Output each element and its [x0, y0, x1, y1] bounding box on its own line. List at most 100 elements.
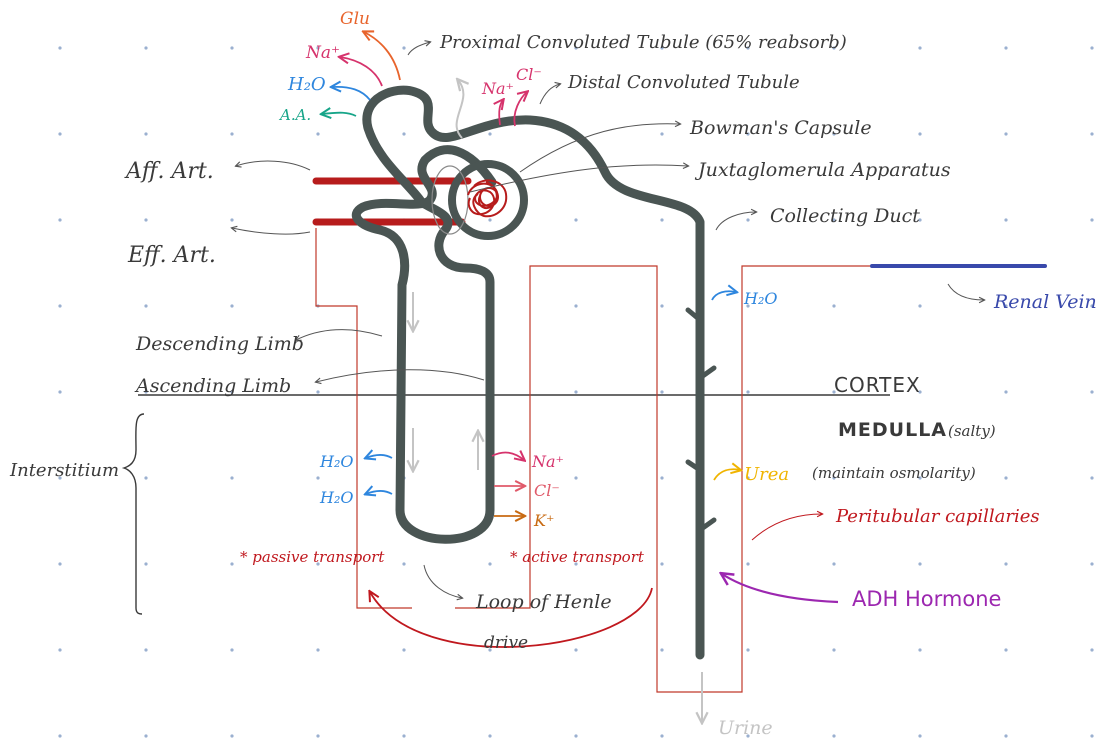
grid-dot	[58, 562, 62, 566]
grid-dot	[316, 476, 320, 480]
grid-dot	[402, 648, 406, 652]
grid-dot	[402, 132, 406, 136]
sodium-pct-arrow	[340, 57, 383, 87]
grid-dot	[574, 562, 578, 566]
interstitium-label: Interstitium	[9, 460, 119, 481]
grid-dot	[1090, 132, 1094, 136]
dct-label: Distal Convoluted Tubule	[567, 72, 800, 93]
renal-vein-leader	[947, 283, 984, 300]
ascending-limb-label: Ascending Limb	[134, 375, 291, 397]
water-loop-arrow-1	[366, 455, 393, 458]
dct-flow-arrow	[457, 80, 464, 139]
grid-dot	[1004, 132, 1008, 136]
chloride-dct-label: Cl⁻	[516, 65, 542, 84]
grid-dot	[230, 218, 234, 222]
urea-arrow	[713, 469, 740, 481]
bowmans-capsule-label: Bowman's Capsule	[689, 117, 872, 139]
grid-dot	[1004, 648, 1008, 652]
water-loop-label-2: H₂O	[319, 488, 353, 507]
grid-dot	[660, 304, 664, 308]
water-loop-label-1: H₂O	[319, 452, 353, 471]
grid-dot	[402, 734, 406, 738]
collecting-duct-label: Collecting Duct	[770, 205, 920, 227]
amino-acid-label: A.A.	[278, 106, 311, 124]
grid-dot	[918, 390, 922, 394]
grid-dot	[918, 46, 922, 50]
sodium-dct-label: Na⁺	[481, 79, 514, 98]
eff-leader	[232, 228, 311, 235]
peritubular-capillary-left	[315, 228, 412, 609]
grid-dot	[918, 218, 922, 222]
grid-dot	[1004, 390, 1008, 394]
drive-label: drive	[484, 633, 528, 653]
pct-label: Proximal Convoluted Tubule (65% reabsorb…	[439, 32, 847, 53]
adh-arrow	[722, 574, 839, 604]
grid-dot	[230, 390, 234, 394]
grid-dot	[1090, 562, 1094, 566]
grid-dot	[918, 132, 922, 136]
loop-of-henle-label: Loop of Henle	[475, 591, 612, 613]
dct-leader	[539, 84, 560, 105]
grid-dot	[660, 132, 664, 136]
grid-dot	[918, 476, 922, 480]
grid-dot	[58, 46, 62, 50]
grid-dot	[488, 562, 492, 566]
renal-vein-label: Renal Vein	[993, 291, 1097, 313]
adh-hormone-label: ADH Hormone	[852, 587, 1001, 611]
salty-label: (salty)	[948, 422, 996, 440]
grid-dot	[574, 734, 578, 738]
grid-dot	[574, 218, 578, 222]
grid-dot	[144, 46, 148, 50]
grid-dot	[488, 648, 492, 652]
medulla-label: MEDULLA	[838, 419, 947, 441]
grid-dot	[1004, 562, 1008, 566]
nephron-tubule	[352, 85, 705, 660]
urea-note: (maintain osmolarity)	[812, 464, 976, 482]
grid-dot	[918, 734, 922, 738]
grid-dot	[832, 476, 836, 480]
sodium-loop-arrow	[491, 453, 524, 460]
glucose-arrow	[364, 32, 401, 81]
grid-dot	[660, 734, 664, 738]
cortex-label: CORTEX	[834, 373, 921, 397]
grid-dot	[144, 734, 148, 738]
grid-dot	[144, 476, 148, 480]
grid-dot	[488, 46, 492, 50]
urine-label: Urine	[718, 717, 773, 739]
bowman-leader	[519, 124, 680, 173]
grid-dot	[230, 132, 234, 136]
chloride-loop-label: Cl⁻	[534, 481, 560, 500]
grid-dot	[1090, 648, 1094, 652]
grid-dot	[402, 562, 406, 566]
grid-dot	[1004, 476, 1008, 480]
grid-dot	[230, 46, 234, 50]
grid-dot	[832, 132, 836, 136]
grid-dot	[1090, 390, 1094, 394]
urea-label: Urea	[744, 464, 789, 485]
grid-dot	[144, 304, 148, 308]
grid-dot	[746, 46, 750, 50]
filtrate-flow-arrows	[413, 80, 702, 722]
peritubular-capillary-right	[455, 265, 1045, 693]
grid-dot	[832, 562, 836, 566]
glucose-label: Glu	[340, 9, 370, 29]
grid-dot	[1004, 304, 1008, 308]
grid-dot	[316, 46, 320, 50]
juxtaglomerular-label: Juxtaglomerula Apparatus	[694, 159, 951, 181]
grid-dot	[660, 46, 664, 50]
grid-dot	[144, 648, 148, 652]
grid-dot	[832, 218, 836, 222]
grid-dot	[746, 390, 750, 394]
sodium-pct-label: Na⁺	[305, 43, 340, 63]
grid-dot	[402, 46, 406, 50]
peritubular-capillaries-label: Peritubular capillaries	[835, 506, 1040, 527]
grid-dot	[574, 304, 578, 308]
grid-dot	[832, 390, 836, 394]
grid-dot	[574, 46, 578, 50]
efferent-arteriole-label: Eff. Art.	[127, 243, 216, 268]
grid-dot	[746, 562, 750, 566]
grid-dot	[746, 304, 750, 308]
